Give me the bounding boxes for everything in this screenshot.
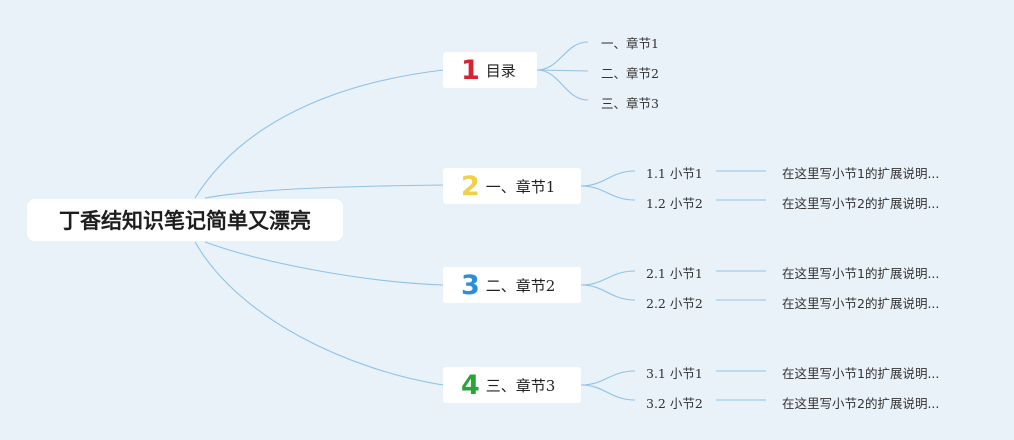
root-node[interactable]: 丁香结知识笔记简单又漂亮 [27,199,343,241]
connector-sub-1-1 [580,170,636,187]
subsection-desc-3-1[interactable]: 在这里写小节1的扩展说明... [782,366,940,381]
connector-toc-item-1 [536,41,589,71]
number-badge-2: 2 [461,170,480,202]
chapter-label: 二、章节2 [485,276,556,295]
toc-item-2[interactable]: 二、章节2 [601,66,659,81]
connector-root-to-chapter-4 [194,241,444,386]
connector-sub-2-2 [580,284,636,301]
subsection-desc-2-1[interactable]: 在这里写小节1的扩展说明... [782,266,940,281]
chapter-node-4[interactable]: 4 三、章节3 [443,367,581,403]
chapter-node-3[interactable]: 3 二、章节2 [443,267,581,303]
chapter-label: 目录 [485,61,516,80]
subsection-desc-2-2[interactable]: 在这里写小节2的扩展说明... [782,296,940,311]
chapter-node-2[interactable]: 2 一、章节1 [443,168,581,204]
chapter-label: 一、章节1 [485,177,556,196]
number-badge-4: 4 [461,369,480,401]
connector-toc-item-3 [536,69,589,101]
subsection-3-1[interactable]: 3.1 小节1 [646,366,703,381]
subsection-3-2[interactable]: 3.2 小节2 [646,396,703,411]
chapter-node-1[interactable]: 1 目录 [443,52,537,88]
root-title: 丁香结知识笔记简单又漂亮 [59,209,311,233]
number-badge-3: 3 [461,269,480,301]
connector-root-to-chapter-3 [204,241,444,286]
subsection-desc-1-1[interactable]: 在这里写小节1的扩展说明... [782,166,940,181]
connector-sub-1-2 [580,185,636,201]
subsection-2-2[interactable]: 2.2 小节2 [646,296,703,311]
subsection-desc-3-2[interactable]: 在这里写小节2的扩展说明... [782,396,940,411]
toc-item-1[interactable]: 一、章节1 [601,36,659,51]
number-badge-1: 1 [461,54,480,86]
connector-sub-2-1 [580,270,636,286]
connector-toc-item-2 [536,69,589,72]
subsection-1-2[interactable]: 1.2 小节2 [646,196,703,211]
chapter-label: 三、章节3 [485,376,556,395]
subsection-2-1[interactable]: 2.1 小节1 [646,266,703,281]
subsection-1-1[interactable]: 1.1 小节1 [646,166,703,181]
subsection-desc-1-2[interactable]: 在这里写小节2的扩展说明... [782,196,940,211]
connector-sub-3-1 [580,370,636,386]
connector-root-to-chapter-1 [194,69,444,199]
connector-sub-3-2 [580,384,636,401]
toc-item-3[interactable]: 三、章节3 [601,96,659,111]
connector-root-to-chapter-2 [204,184,444,199]
